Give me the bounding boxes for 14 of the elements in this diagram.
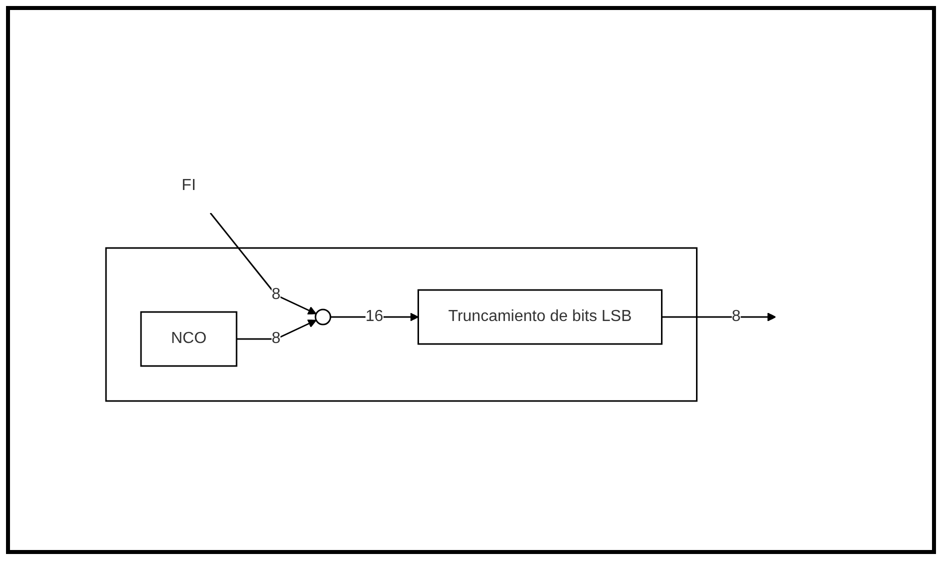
edge-label: 8 xyxy=(272,330,281,347)
node-box xyxy=(418,289,663,345)
node-text: FI xyxy=(182,177,196,194)
arrow xyxy=(236,320,317,340)
cluster xyxy=(105,247,698,402)
edge-label: 16 xyxy=(366,308,384,325)
edge-label: 8 xyxy=(732,308,741,325)
arrow xyxy=(330,312,419,322)
edge-label: 8 xyxy=(272,286,281,303)
arrow xyxy=(210,212,317,314)
node-box xyxy=(140,311,238,367)
node-circle xyxy=(314,308,332,326)
page-frame: 8 16 8 8 FI Truncamiento de bits LSB NCO xyxy=(6,6,936,554)
arrow xyxy=(662,312,776,322)
